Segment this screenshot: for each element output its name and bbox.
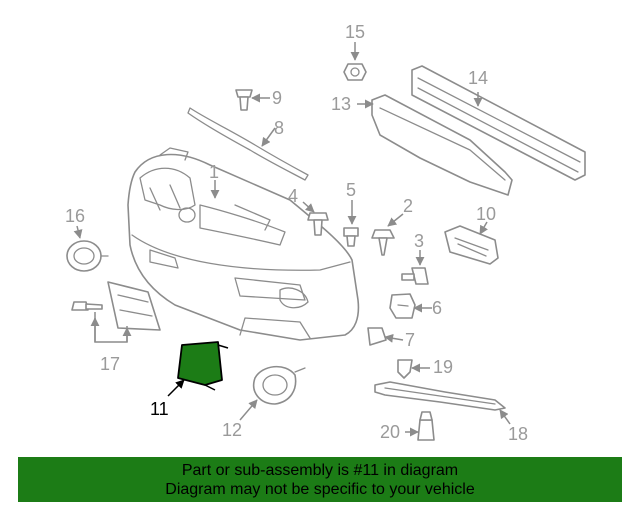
parts-diagram: 1 2 3 4 5 6 7 8 9 10 11 12 13 14 15 16 1…	[65, 22, 586, 444]
callout-4: 4	[288, 186, 298, 206]
callout-18: 18	[508, 424, 528, 444]
part-20-screw	[417, 411, 435, 441]
part-19-retainer	[397, 359, 413, 379]
part-12-fog-cover	[253, 365, 306, 405]
callout-2: 2	[403, 196, 413, 216]
callout-19: 19	[433, 357, 453, 377]
part-2-clip	[371, 229, 395, 256]
part-5-screw	[343, 227, 359, 247]
part-16-emblem	[66, 240, 109, 272]
part-4-bolt	[307, 212, 329, 236]
callout-7: 7	[405, 330, 415, 350]
callout-9: 9	[272, 88, 282, 108]
part-8-molding-strip	[187, 107, 309, 181]
part-10-bracket	[444, 225, 499, 265]
callout-16: 16	[65, 206, 85, 226]
banner-line-2: Diagram may not be specific to your vehi…	[165, 481, 475, 498]
callout-13: 13	[331, 94, 351, 114]
callout-5: 5	[346, 180, 356, 200]
part-7-clip	[367, 327, 387, 346]
callout-12: 12	[222, 420, 242, 440]
callout-15: 15	[345, 22, 365, 42]
part-15-nut	[343, 63, 367, 81]
part-11-highlighted-cover[interactable]	[177, 341, 223, 386]
callout-3: 3	[414, 231, 424, 251]
callout-6: 6	[432, 298, 442, 318]
callout-11: 11	[150, 399, 169, 419]
part-info-banner: Part or sub-assembly is #11 in diagram D…	[18, 457, 622, 502]
part-3-retainer	[401, 267, 429, 285]
callout-8: 8	[274, 118, 284, 138]
part-17-license-bracket	[71, 281, 161, 331]
part-9-clip	[235, 89, 253, 111]
part-18-lower-spoiler	[374, 381, 506, 411]
banner-line-1: Part or sub-assembly is #11 in diagram	[181, 462, 459, 479]
part-6-bracket	[389, 293, 416, 319]
callout-20: 20	[380, 422, 400, 442]
callout-1: 1	[209, 162, 219, 182]
callout-14: 14	[468, 68, 488, 88]
callout-10: 10	[476, 204, 496, 224]
callout-17: 17	[100, 354, 120, 374]
part-14-reinforcement-bar	[411, 65, 586, 181]
part-1-bumper-cover	[127, 147, 360, 341]
